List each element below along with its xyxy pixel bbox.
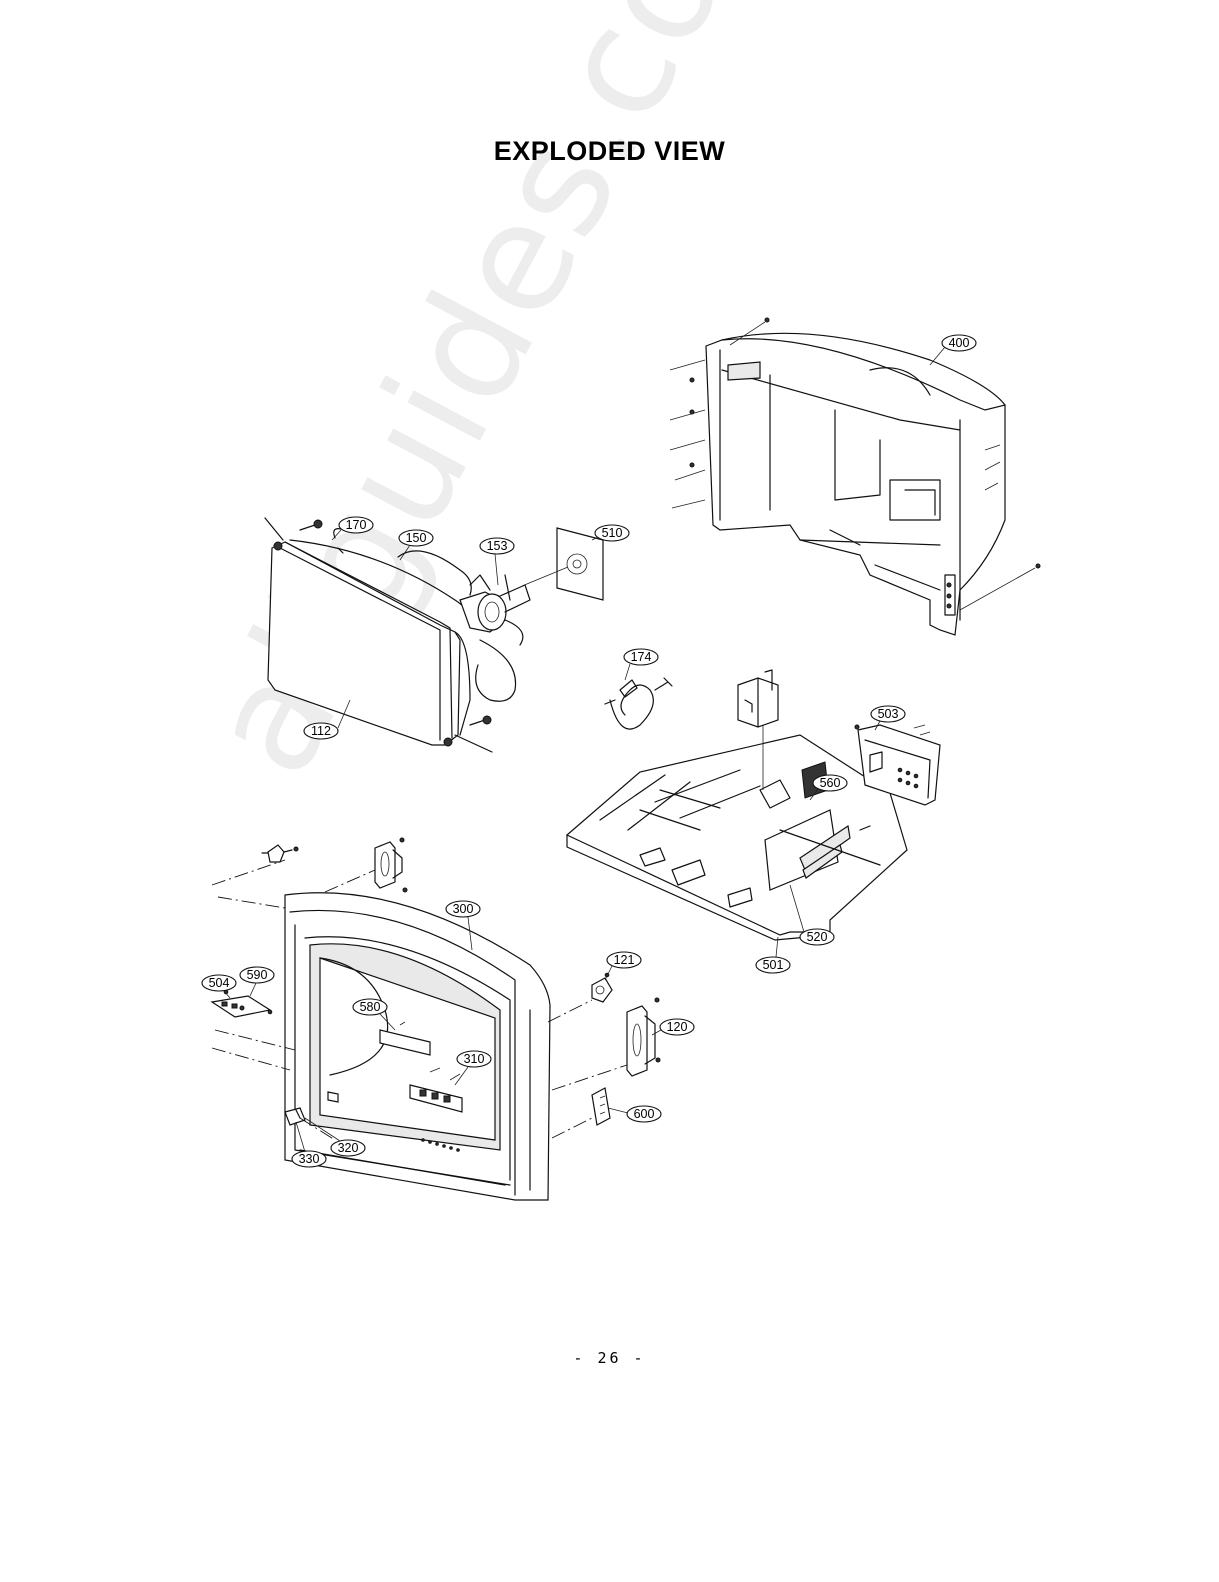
svg-text:590: 590 bbox=[247, 968, 268, 982]
callout-600: 600 bbox=[627, 1106, 661, 1122]
svg-text:300: 300 bbox=[453, 902, 474, 916]
callout-520: 520 bbox=[800, 929, 834, 945]
callout-320: 320 bbox=[331, 1140, 365, 1156]
callout-330: 330 bbox=[292, 1151, 326, 1167]
callout-580: 580 bbox=[353, 999, 387, 1015]
power-cord-drawing bbox=[605, 678, 672, 729]
callout-300: 300 bbox=[446, 901, 480, 917]
callout-174: 174 bbox=[624, 649, 658, 665]
callout-310: 310 bbox=[457, 1051, 491, 1067]
callout-150: 150 bbox=[399, 530, 433, 546]
flyback-transformer-drawing bbox=[738, 670, 778, 727]
crt-socket-board-drawing bbox=[522, 528, 603, 600]
right-speaker-drawing bbox=[627, 998, 660, 1076]
svg-text:501: 501 bbox=[763, 958, 784, 972]
tilt-bracket-drawing bbox=[592, 973, 612, 1002]
svg-text:503: 503 bbox=[878, 707, 899, 721]
svg-text:120: 120 bbox=[667, 1020, 688, 1034]
callout-120: 120 bbox=[660, 1019, 694, 1035]
power-switch-board-drawing bbox=[592, 1088, 610, 1125]
callout-170: 170 bbox=[339, 517, 373, 533]
svg-text:153: 153 bbox=[487, 539, 508, 553]
svg-text:560: 560 bbox=[820, 776, 841, 790]
svg-text:510: 510 bbox=[602, 526, 623, 540]
svg-text:112: 112 bbox=[311, 724, 331, 738]
svg-text:121: 121 bbox=[614, 953, 635, 967]
rear-cabinet-drawing bbox=[670, 318, 1040, 635]
left-bracket-drawing bbox=[262, 845, 298, 862]
svg-text:400: 400 bbox=[949, 336, 970, 350]
svg-text:600: 600 bbox=[634, 1107, 655, 1121]
callout-112: 112 bbox=[304, 723, 338, 739]
svg-text:174: 174 bbox=[631, 650, 652, 664]
svg-text:310: 310 bbox=[464, 1052, 485, 1066]
left-speaker-drawing bbox=[375, 838, 407, 892]
svg-text:330: 330 bbox=[299, 1152, 320, 1166]
callout-504: 504 bbox=[202, 975, 236, 991]
callout-153: 153 bbox=[480, 538, 514, 554]
callout-501: 501 bbox=[756, 957, 790, 973]
svg-text:520: 520 bbox=[807, 930, 828, 944]
side-av-board-drawing bbox=[212, 990, 272, 1017]
callout-590: 590 bbox=[240, 967, 274, 983]
svg-text:320: 320 bbox=[338, 1141, 359, 1155]
svg-text:150: 150 bbox=[406, 531, 427, 545]
page-number: - 26 - bbox=[0, 1349, 1219, 1367]
svg-text:504: 504 bbox=[209, 976, 230, 990]
callout-121: 121 bbox=[607, 952, 641, 968]
callout-400: 400 bbox=[942, 335, 976, 351]
callout-510: 510 bbox=[595, 525, 629, 541]
svg-text:170: 170 bbox=[346, 518, 367, 532]
callout-560: 560 bbox=[813, 775, 847, 791]
callout-503: 503 bbox=[871, 706, 905, 722]
main-chassis-drawing bbox=[567, 725, 907, 940]
svg-text:580: 580 bbox=[360, 1000, 381, 1014]
